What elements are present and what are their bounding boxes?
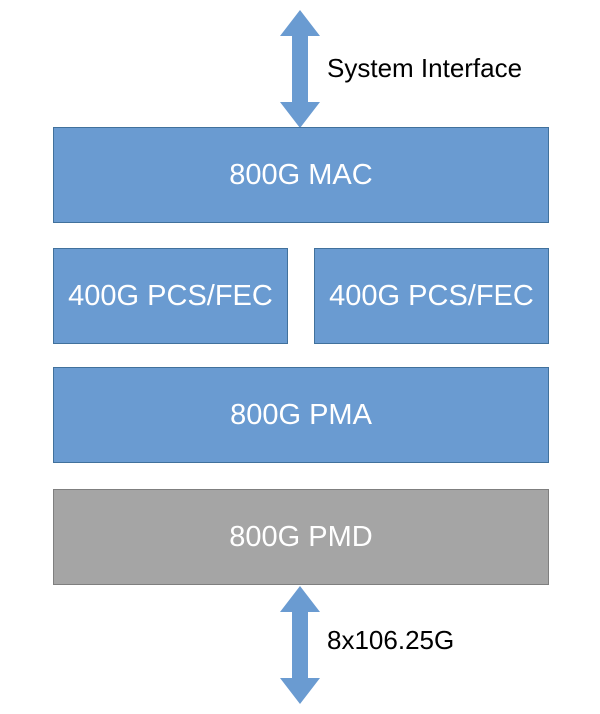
lane-rate-label: 8x106.25G	[327, 625, 455, 655]
pcs-fec-block-right: 400G PCS/FEC	[314, 248, 549, 344]
pcs-fec-block-left: 400G PCS/FEC	[53, 248, 288, 344]
pma-block-label: 800G PMA	[230, 398, 372, 431]
double-arrow-icon	[280, 586, 320, 704]
pcs-fec-right-label: 400G PCS/FEC	[329, 279, 534, 312]
pcs-fec-left-label: 400G PCS/FEC	[68, 279, 273, 312]
pmd-block-label: 800G PMD	[229, 520, 373, 553]
double-arrow-icon	[280, 10, 320, 128]
pma-block: 800G PMA	[53, 367, 549, 463]
pmd-block: 800G PMD	[53, 489, 549, 585]
system-interface-label: System Interface	[327, 53, 523, 83]
mac-block: 800G MAC	[53, 127, 549, 223]
mac-block-label: 800G MAC	[229, 158, 373, 191]
